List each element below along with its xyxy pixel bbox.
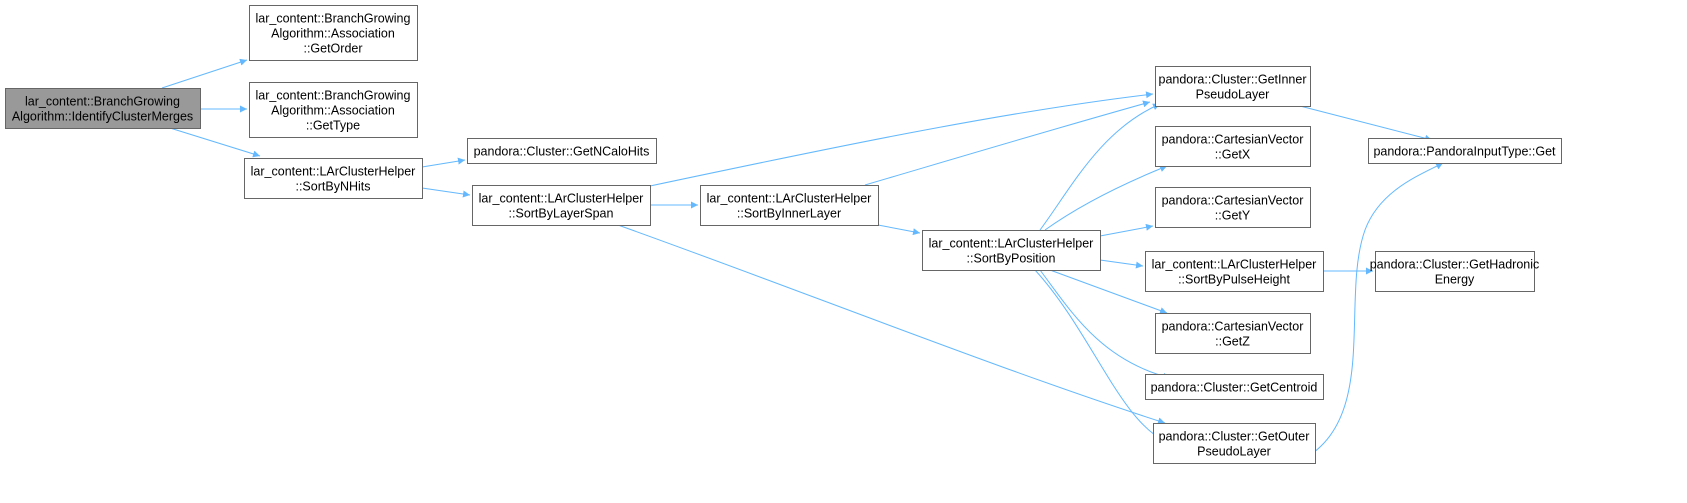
node-getz[interactable]: pandora::CartesianVector::GetZ <box>1155 313 1311 354</box>
node-label-line: lar_content::LArClusterHelper <box>479 191 644 205</box>
node-label-line: lar_content::BranchGrowing <box>256 11 411 25</box>
node-pandorainputtypeget[interactable]: pandora::PandoraInputType::Get <box>1368 138 1562 164</box>
node-label-line: ::GetY <box>1215 208 1251 222</box>
node-label-line: PseudoLayer <box>1197 444 1271 458</box>
node-label-line: lar_content::LArClusterHelper <box>929 236 1094 250</box>
node-label-line: pandora::CartesianVector <box>1162 132 1304 146</box>
edge-sortbyposition-to-getz <box>1049 269 1168 314</box>
node-box <box>467 138 657 164</box>
node-label-line: lar_content::BranchGrowing <box>256 88 411 102</box>
node-label-line: Energy <box>1435 272 1475 286</box>
node-label-line: Algorithm::Association <box>271 26 395 40</box>
edge-sortbyposition-to-getx <box>1044 165 1168 231</box>
node-box <box>1368 138 1562 164</box>
node-root[interactable]: lar_content::BranchGrowingAlgorithm::Ide… <box>5 88 201 129</box>
edge-sortbynhits-to-getncalohits <box>421 157 466 168</box>
node-sortbyinnerlayer[interactable]: lar_content::LArClusterHelper::SortByInn… <box>700 185 879 226</box>
node-box <box>700 185 879 226</box>
node-box <box>1155 187 1311 228</box>
node-box <box>249 5 418 61</box>
edge-getinnerpseudolayer-to-pandorainputtypeget <box>1299 105 1433 142</box>
node-box <box>1155 313 1311 354</box>
edge-sortbyposition-to-getcentroid <box>1039 269 1171 380</box>
node-box <box>1145 251 1324 292</box>
node-label-line: Algorithm::Association <box>271 103 395 117</box>
node-label-line: pandora::Cluster::GetHadronic <box>1370 257 1540 271</box>
node-label-line: pandora::Cluster::GetInner <box>1159 72 1307 86</box>
node-label-line: lar_content::LArClusterHelper <box>251 164 416 178</box>
edge-getouterpseudolayer-to-pandorainputtypeget <box>1299 162 1444 462</box>
node-label-line: pandora::PandoraInputType::Get <box>1373 144 1556 158</box>
node-label-line: pandora::CartesianVector <box>1162 319 1304 333</box>
edge-root-to-sortbynhits <box>169 127 261 158</box>
node-box <box>1155 66 1311 107</box>
node-box <box>1155 126 1311 167</box>
node-label-line: ::GetZ <box>1215 334 1250 348</box>
node-label-line: lar_content::LArClusterHelper <box>1152 257 1317 271</box>
node-label-line: ::GetType <box>306 118 360 132</box>
edge-sortbynhits-to-sortbylayerspan <box>421 187 471 198</box>
node-label-line: pandora::CartesianVector <box>1162 193 1304 207</box>
node-label-line: ::GetX <box>1215 147 1251 161</box>
node-label-line: ::GetOrder <box>303 41 362 55</box>
node-gety[interactable]: pandora::CartesianVector::GetY <box>1155 187 1311 228</box>
node-label-line: pandora::Cluster::GetCentroid <box>1151 380 1318 394</box>
node-label-line: PseudoLayer <box>1196 87 1270 101</box>
node-getx[interactable]: pandora::CartesianVector::GetX <box>1155 126 1311 167</box>
edge-sortbyinnerlayer-to-sortbyposition <box>877 224 921 236</box>
node-label-line: ::SortByNHits <box>295 179 370 193</box>
node-label-line: ::SortByInnerLayer <box>737 206 841 220</box>
node-box <box>5 88 201 129</box>
node-getncalohits[interactable]: pandora::Cluster::GetNCaloHits <box>467 138 657 164</box>
node-box <box>922 230 1101 271</box>
edge-sortbyposition-to-sortbypulseheight <box>1099 259 1144 269</box>
node-label-line: lar_content::BranchGrowing <box>25 94 180 108</box>
edge-sortbyposition-to-gety <box>1099 223 1154 237</box>
node-box <box>244 158 423 199</box>
node-label-line: lar_content::LArClusterHelper <box>707 191 872 205</box>
node-label-line: ::SortByPulseHeight <box>1178 272 1290 286</box>
nodes-layer: lar_content::BranchGrowingAlgorithm::Ide… <box>5 5 1562 464</box>
node-box <box>1153 423 1316 464</box>
edge-sortbyposition-to-getinnerpseudolayer <box>1039 103 1161 231</box>
edge-sortbyposition-to-getouterpseudolayer <box>1034 269 1166 442</box>
edges-layer <box>161 58 1444 462</box>
node-box <box>1375 251 1535 292</box>
node-sortbynhits[interactable]: lar_content::LArClusterHelper::SortByNHi… <box>244 158 423 199</box>
node-label-line: ::SortByPosition <box>967 251 1056 265</box>
edge-root-to-getorder <box>161 58 248 89</box>
node-sortbyposition[interactable]: lar_content::LArClusterHelper::SortByPos… <box>922 230 1101 271</box>
node-label-line: ::SortByLayerSpan <box>509 206 614 220</box>
node-box <box>249 82 418 138</box>
edge-sortbylayerspan-to-getouterpseudolayer <box>617 224 1166 425</box>
node-label-line: Algorithm::IdentifyClusterMerges <box>12 109 193 123</box>
node-gettype[interactable]: lar_content::BranchGrowingAlgorithm::Ass… <box>249 82 418 138</box>
node-box <box>1145 374 1324 400</box>
node-label-line: pandora::Cluster::GetOuter <box>1159 429 1310 443</box>
edge-sortbyinnerlayer-to-getinnerpseudolayer <box>864 100 1151 186</box>
node-getcentroid[interactable]: pandora::Cluster::GetCentroid <box>1145 374 1324 400</box>
edge-sortbylayerspan-to-getinnerpseudolayer <box>649 91 1154 187</box>
node-sortbypulseheight[interactable]: lar_content::LArClusterHelper::SortByPul… <box>1145 251 1324 292</box>
node-getorder[interactable]: lar_content::BranchGrowingAlgorithm::Ass… <box>249 5 418 61</box>
node-sortbylayerspan[interactable]: lar_content::LArClusterHelper::SortByLay… <box>472 185 651 226</box>
node-box <box>472 185 651 226</box>
node-label-line: pandora::Cluster::GetNCaloHits <box>474 144 650 158</box>
